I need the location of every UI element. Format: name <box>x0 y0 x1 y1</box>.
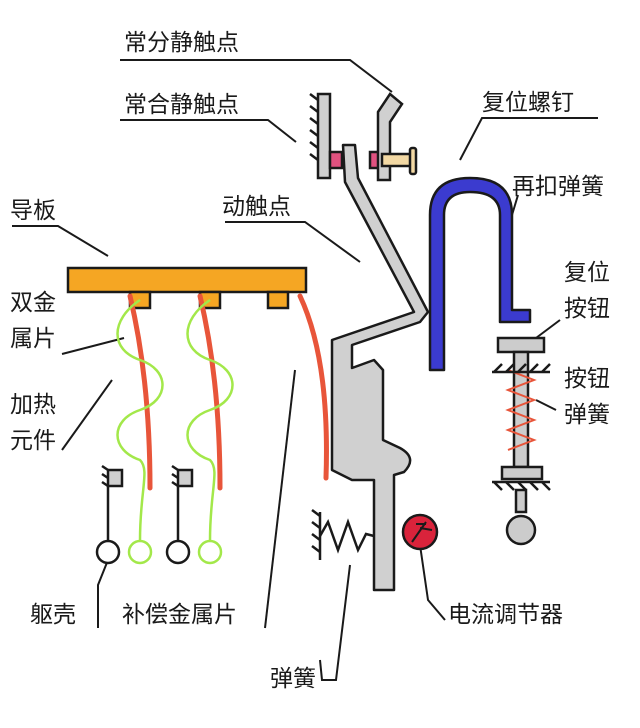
main-lever <box>330 143 430 592</box>
housing-hatch-1 <box>101 464 109 488</box>
leader-normally-closed <box>120 119 297 143</box>
leader-lines <box>12 59 598 681</box>
heater-coils <box>116 298 234 565</box>
current-regulator <box>401 513 439 551</box>
spring-coil <box>318 518 375 554</box>
upper-bracket-hatch <box>493 363 551 373</box>
heater-terminal-2 <box>197 539 223 565</box>
button-knob <box>505 514 537 546</box>
reset-button-cap <box>496 336 546 354</box>
label-bimetal-line2: 属片 <box>10 326 56 352</box>
bimetal-strip-1 <box>127 293 153 491</box>
labels: 常分静触点 常合静触点 导板 双金 属片 加热 元件 躯壳 补偿金属片 弹簧 动… <box>10 30 610 692</box>
nc-contact-bracket <box>316 92 332 180</box>
label-bimetal-line1: 双金 <box>10 290 56 316</box>
leader-regulator <box>419 544 446 621</box>
label-reset-screw: 复位螺钉 <box>482 90 574 116</box>
leader-compensation <box>264 369 296 629</box>
leader-normally-open <box>120 59 393 93</box>
label-compensation-bimetal: 补偿金属片 <box>122 602 237 628</box>
button-lower-shaft <box>514 488 528 514</box>
reset-screw-head <box>408 146 418 176</box>
reset-button-assembly <box>492 336 551 546</box>
button-base <box>500 465 544 481</box>
leader-reset-button <box>535 319 561 339</box>
leader-spring <box>319 564 351 681</box>
compensation-strip <box>297 293 329 481</box>
label-button-spring-line2: 弹簧 <box>564 402 610 428</box>
label-housing: 躯壳 <box>30 602 76 628</box>
label-rebuckle-spring: 再扣弹簧 <box>512 174 604 200</box>
label-reset-button-line2: 按钮 <box>564 296 610 322</box>
leader-button-spring <box>535 399 557 411</box>
spring-wall-hatch <box>311 509 321 553</box>
bimetal-strips <box>127 293 329 491</box>
leader-housing <box>97 559 109 628</box>
label-heater-line2: 元件 <box>10 428 56 454</box>
rebuckle-spring <box>428 176 532 372</box>
heater-terminal-1 <box>127 539 153 565</box>
label-normally-open-contact: 常分静触点 <box>124 30 239 56</box>
tension-spring <box>311 509 375 560</box>
rebuckle-spring-body <box>428 176 532 372</box>
housing-block-1 <box>106 468 124 488</box>
heater-coil-2 <box>186 298 234 541</box>
guide-plate <box>66 266 308 310</box>
guide-plate-tab-3 <box>266 290 290 310</box>
bimetal-strip-2 <box>197 293 223 491</box>
lever-body <box>330 143 430 592</box>
heater-coil-1 <box>116 298 164 541</box>
regulator-mark <box>411 521 433 543</box>
label-guide-plate: 导板 <box>10 198 56 224</box>
housing-block-2 <box>176 468 194 488</box>
housing-terminal-2 <box>165 539 191 565</box>
nc-contact-tip <box>328 150 344 170</box>
label-reset-button-line1: 复位 <box>564 260 610 286</box>
button-spring-coil <box>505 369 537 451</box>
leader-heater <box>61 379 113 451</box>
leader-bimetal <box>61 337 125 355</box>
leader-reset-screw <box>459 117 598 161</box>
label-moving-contact: 动触点 <box>222 194 291 220</box>
label-button-spring-line1: 按钮 <box>564 366 610 392</box>
label-spring: 弹簧 <box>270 666 316 692</box>
contacts <box>309 92 418 182</box>
label-current-regulator: 电流调节器 <box>448 602 563 628</box>
leader-guide-plate <box>12 225 109 257</box>
leader-moving-contact <box>225 221 361 263</box>
housing-terminal-1 <box>95 539 121 565</box>
housing-terminals <box>95 464 194 565</box>
guide-plate-bar <box>66 266 308 294</box>
label-normally-closed-contact: 常合静触点 <box>124 92 239 118</box>
reset-screw-shaft <box>380 152 414 168</box>
lower-bracket-hatch <box>493 481 551 491</box>
nc-contact-hatch <box>309 93 319 161</box>
label-heater-line1: 加热 <box>10 392 56 418</box>
housing-hatch-2 <box>171 464 179 488</box>
